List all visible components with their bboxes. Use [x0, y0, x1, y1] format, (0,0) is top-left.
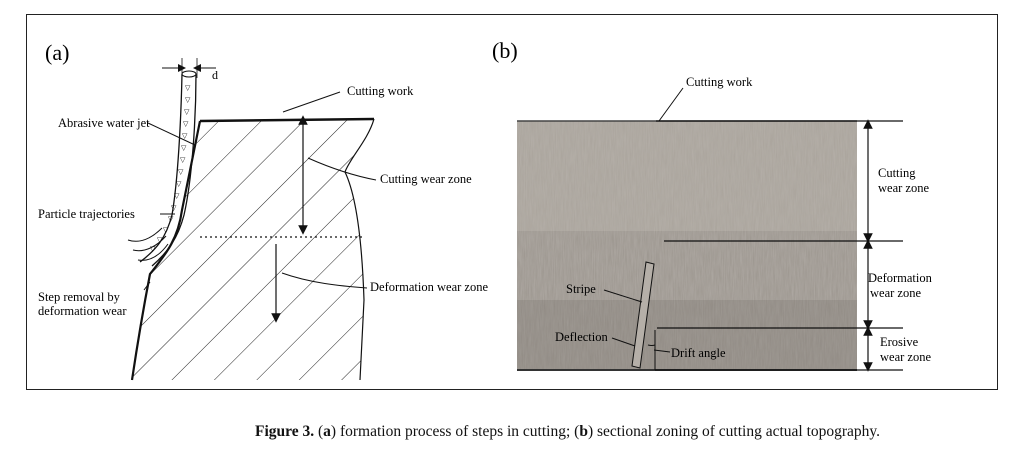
leader-lines-a	[143, 91, 377, 291]
label-erosive-wear-1: Erosive	[880, 335, 919, 349]
label-stripe: Stripe	[566, 282, 596, 296]
panel-b-label: (b)	[492, 38, 518, 63]
svg-text:▽: ▽	[163, 226, 169, 234]
label-step-removal-1: Step removal by	[38, 290, 121, 304]
surface-photo	[517, 120, 857, 371]
jet-diameter-dimension: d	[162, 58, 218, 82]
figure-canvas: (a) ▽▽▽ ▽▽▽ ▽▽▽ ▽▽▽ ▽▽▽	[38, 38, 933, 381]
svg-text:▽: ▽	[182, 132, 188, 140]
particle-triangles: ▽▽▽ ▽▽▽ ▽▽▽ ▽▽▽ ▽▽▽	[150, 84, 191, 253]
label-drift-angle: Drift angle	[671, 346, 726, 360]
label-erosive-wear-2: wear zone	[880, 350, 931, 364]
svg-text:▽: ▽	[178, 168, 184, 176]
leader-lines-b	[603, 87, 684, 353]
label-deformation-wear-1: Deformation	[868, 271, 933, 285]
svg-text:▽: ▽	[150, 245, 156, 253]
label-step-removal-2: deformation wear	[38, 304, 127, 318]
svg-text:▽: ▽	[185, 84, 191, 92]
caption-p2: ) formation process of steps in cutting;…	[330, 423, 580, 440]
caption-a: a	[323, 423, 331, 440]
zone-lines-b	[655, 120, 903, 371]
label-particle-trajectories: Particle trajectories	[38, 207, 135, 221]
figure-frame	[26, 14, 998, 390]
svg-text:▽: ▽	[168, 215, 174, 223]
caption-p3: ) sectional zoning of cutting actual top…	[587, 423, 881, 440]
label-cutting-wear-1: Cutting	[878, 166, 916, 180]
label-cutting-work-a: Cutting work	[347, 84, 414, 98]
svg-text:▽: ▽	[171, 204, 177, 212]
label-cutting-wear-zone-a: Cutting wear zone	[380, 172, 472, 186]
panel-a: (a) ▽▽▽ ▽▽▽ ▽▽▽ ▽▽▽ ▽▽▽	[38, 40, 488, 381]
svg-text:▽: ▽	[176, 180, 182, 188]
svg-text:▽: ▽	[183, 120, 189, 128]
svg-text:▽: ▽	[184, 108, 190, 116]
svg-text:▽: ▽	[180, 156, 186, 164]
particle-trajectory-lines	[127, 227, 169, 261]
zone-arrows	[271, 115, 308, 323]
svg-text:▽: ▽	[157, 236, 163, 244]
label-cutting-work-b: Cutting work	[686, 75, 753, 89]
d-label: d	[212, 68, 218, 82]
caption-prefix: Figure 3.	[255, 423, 315, 440]
label-cutting-wear-2: wear zone	[878, 181, 929, 195]
label-deformation-wear-zone-a: Deformation wear zone	[370, 280, 488, 294]
panel-b: (b)	[492, 38, 933, 372]
label-abrasive-water-jet: Abrasive water jet	[58, 116, 150, 130]
svg-text:▽: ▽	[181, 144, 187, 152]
caption-p1: (	[318, 423, 324, 440]
label-deformation-wear-2: wear zone	[870, 286, 921, 300]
panel-a-label: (a)	[45, 40, 69, 65]
figure-caption: Figure 3. (a) formation process of steps…	[255, 423, 880, 441]
svg-text:▽: ▽	[174, 192, 180, 200]
workpiece-section	[130, 117, 375, 381]
svg-text:▽: ▽	[185, 96, 191, 104]
caption-b: b	[579, 423, 588, 440]
label-deflection: Deflection	[555, 330, 609, 344]
